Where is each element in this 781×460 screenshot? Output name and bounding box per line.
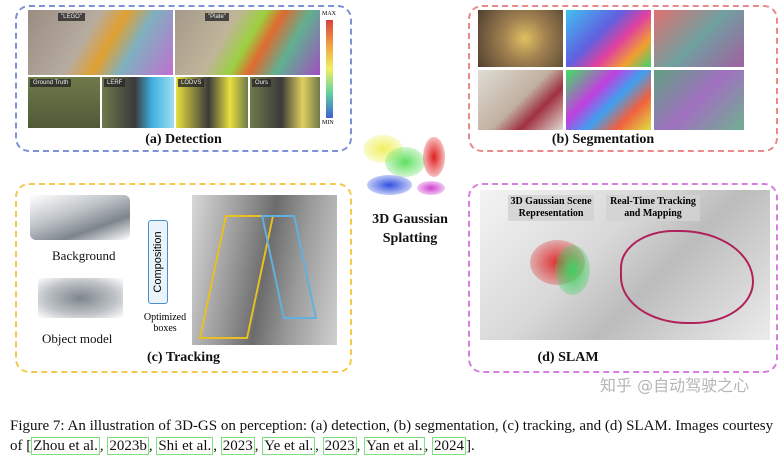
citation-link[interactable]: Shi et al. <box>156 437 214 455</box>
colorbar <box>326 20 333 118</box>
seg-image-3 <box>654 10 744 67</box>
tag-lego: "LEGO" <box>58 13 85 21</box>
tag-ours: Ours <box>252 79 272 87</box>
seg-image-6 <box>654 70 744 130</box>
slam-caption: (d) SLAM <box>537 350 599 365</box>
citation-year[interactable]: 2023 <box>220 437 255 455</box>
gaussian-blobs <box>355 125 455 205</box>
object-model-label: Object model <box>42 331 113 346</box>
colorbar-min: MIN <box>322 120 334 126</box>
tag-ground-truth: Ground Truth <box>30 79 72 87</box>
tag-lodvs: LODVS <box>178 79 205 87</box>
background-pointcloud <box>30 195 130 240</box>
detection-image-gt: Ground Truth <box>28 77 100 128</box>
background-label: Background <box>52 248 116 263</box>
segmentation-panel <box>468 5 778 152</box>
figure-caption-text: Figure 7: An illustration of 3D-GS on pe… <box>10 418 774 454</box>
seg-image-2 <box>566 10 651 67</box>
slam-label-tracking: Real-Time Tracking and Mapping <box>606 195 700 221</box>
tag-plate: "Plate" <box>205 13 229 21</box>
object-pointcloud <box>38 278 123 318</box>
center-title: 3D Gaussian Splatting <box>372 212 448 246</box>
citation-year[interactable]: 2024 <box>432 437 467 455</box>
citation-link[interactable]: Yan et al. <box>364 437 425 455</box>
detection-image-plate: "Plate" <box>175 10 320 75</box>
colorbar-max: MAX <box>322 11 337 17</box>
citation-link[interactable]: Ye et al. <box>262 437 316 455</box>
composition-label: Composition <box>152 231 164 293</box>
citation-link[interactable]: Zhou et al. <box>31 437 100 455</box>
tracking-scene <box>192 195 337 345</box>
tracking-caption: (c) Tracking <box>147 350 220 365</box>
segmentation-caption: (b) Segmentation <box>551 132 655 147</box>
seg-image-1 <box>478 10 563 67</box>
optimized-boxes-label: Optimized boxes <box>143 312 187 334</box>
watermark: 知乎 @自动驾驶之心 <box>600 376 750 395</box>
detection-image-ours: Ours <box>250 77 320 128</box>
tracking-panel <box>15 183 352 373</box>
seg-image-4 <box>478 70 563 130</box>
detection-image-lerf: LERF <box>102 77 174 128</box>
tag-lerf: LERF <box>104 79 126 87</box>
figure-caption: Figure 7: An illustration of 3D-GS on pe… <box>10 418 774 455</box>
composition-box: Composition <box>148 220 168 304</box>
seg-image-5 <box>566 70 651 130</box>
detection-image-lego: "LEGO" <box>28 10 173 75</box>
citation-year[interactable]: 2023 <box>322 437 357 455</box>
slam-panel <box>468 183 778 373</box>
slam-label-scene: 3D Gaussian Scene Representation <box>508 195 594 221</box>
detection-caption: (a) Detection <box>145 132 222 147</box>
detection-panel <box>15 5 352 152</box>
citation-year[interactable]: 2023b <box>107 437 149 455</box>
detection-image-lodvs: LODVS <box>176 77 248 128</box>
